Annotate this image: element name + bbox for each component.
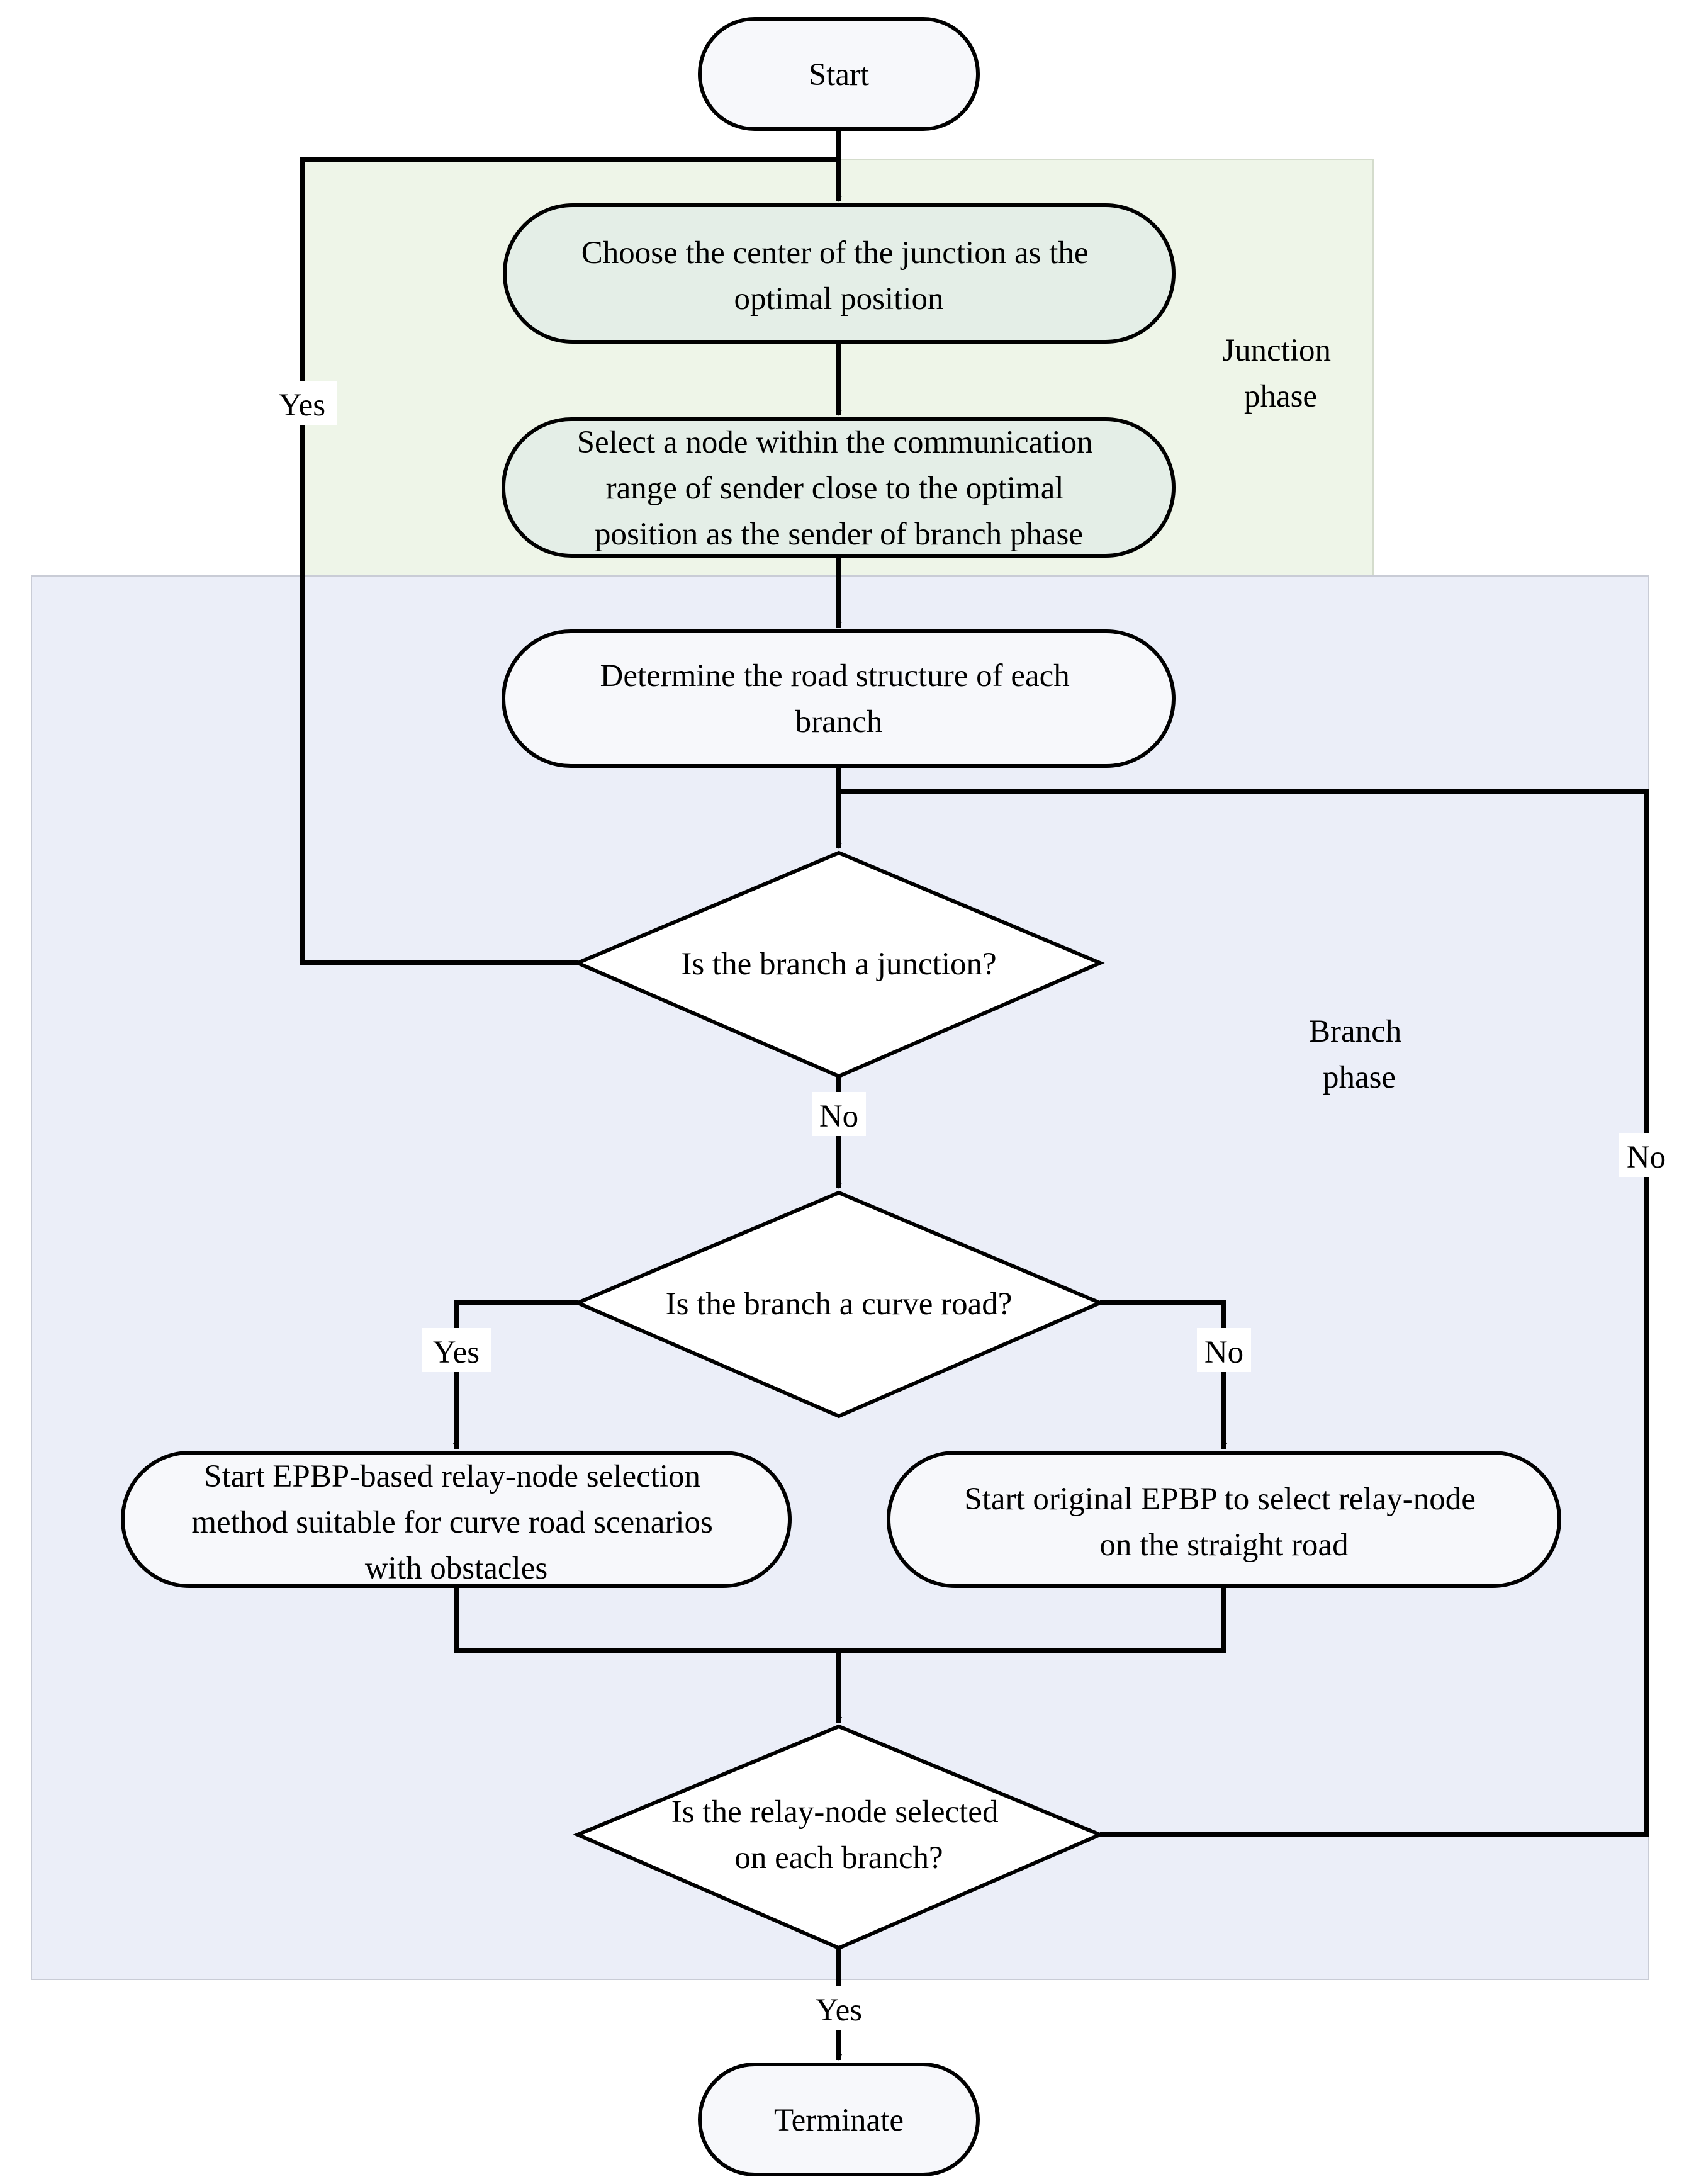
svg-text:Yes: Yes	[433, 1335, 480, 1370]
edge-label-junction-yes: Yes	[267, 381, 337, 425]
edge-label-selected-yes: Yes	[804, 1986, 873, 2030]
svg-text:Start EPBP-based relay-node se: Start EPBP-based relay-node selection me…	[191, 1459, 721, 1586]
edge-selected-no-loop	[839, 789, 1649, 1837]
svg-text:Choose the center of the junct: Choose the center of the junction as the…	[581, 235, 1097, 317]
svg-text:No: No	[1204, 1335, 1243, 1370]
node-determine-structure: Determine the road structure of each bra…	[502, 629, 1176, 768]
connectors	[300, 129, 1649, 2061]
edge-junction-yes-loop	[300, 157, 839, 965]
branch-phase-label: Branch phase	[1309, 1014, 1410, 1095]
svg-text:Start: Start	[809, 57, 869, 93]
svg-text:Select a node within the commu: Select a node within the communication r…	[577, 425, 1101, 552]
decision-is-selected: Is the relay-node selected on each branc…	[573, 1724, 1105, 1950]
edge-label-selected-no: No	[1619, 1133, 1673, 1177]
node-choose-center: Choose the center of the junction as the…	[503, 203, 1176, 344]
svg-text:No: No	[1627, 1140, 1666, 1175]
svg-text:Is the branch a curve road?: Is the branch a curve road?	[666, 1286, 1013, 1322]
svg-text:Yes: Yes	[279, 388, 325, 423]
edge-curve-yes	[453, 1300, 578, 1449]
svg-text:Is the relay-node selected: Is the relay-node selected on each branc…	[671, 1794, 1006, 1876]
decision-is-curve: Is the branch a curve road?	[573, 1190, 1105, 1419]
node-select-node: Select a node within the communication r…	[502, 417, 1176, 558]
node-straight-method: Start original EPBP to select relay-node…	[887, 1451, 1561, 1588]
edge-label-junction-no: No	[812, 1092, 866, 1136]
node-curve-method: Start EPBP-based relay-node selection me…	[121, 1451, 792, 1588]
edge-curve-no	[1100, 1300, 1227, 1449]
svg-text:No: No	[819, 1099, 858, 1134]
junction-phase-label: Junction phase	[1222, 333, 1339, 414]
node-terminate: Terminate	[698, 2063, 980, 2176]
svg-text:Determine the road structure o: Determine the road structure of each bra…	[600, 658, 1078, 740]
edge-label-curve-yes: Yes	[422, 1328, 491, 1372]
svg-text:Yes: Yes	[816, 1993, 862, 2028]
decision-is-junction: Is the branch a junction?	[573, 850, 1105, 1079]
svg-text:Start original EPBP to select: Start original EPBP to select relay-node…	[964, 1482, 1483, 1563]
node-start: Start	[698, 17, 980, 131]
svg-text:Terminate: Terminate	[774, 2103, 904, 2138]
svg-text:Is the branch a junction?: Is the branch a junction?	[681, 947, 996, 982]
edge-label-curve-no: No	[1197, 1328, 1251, 1372]
